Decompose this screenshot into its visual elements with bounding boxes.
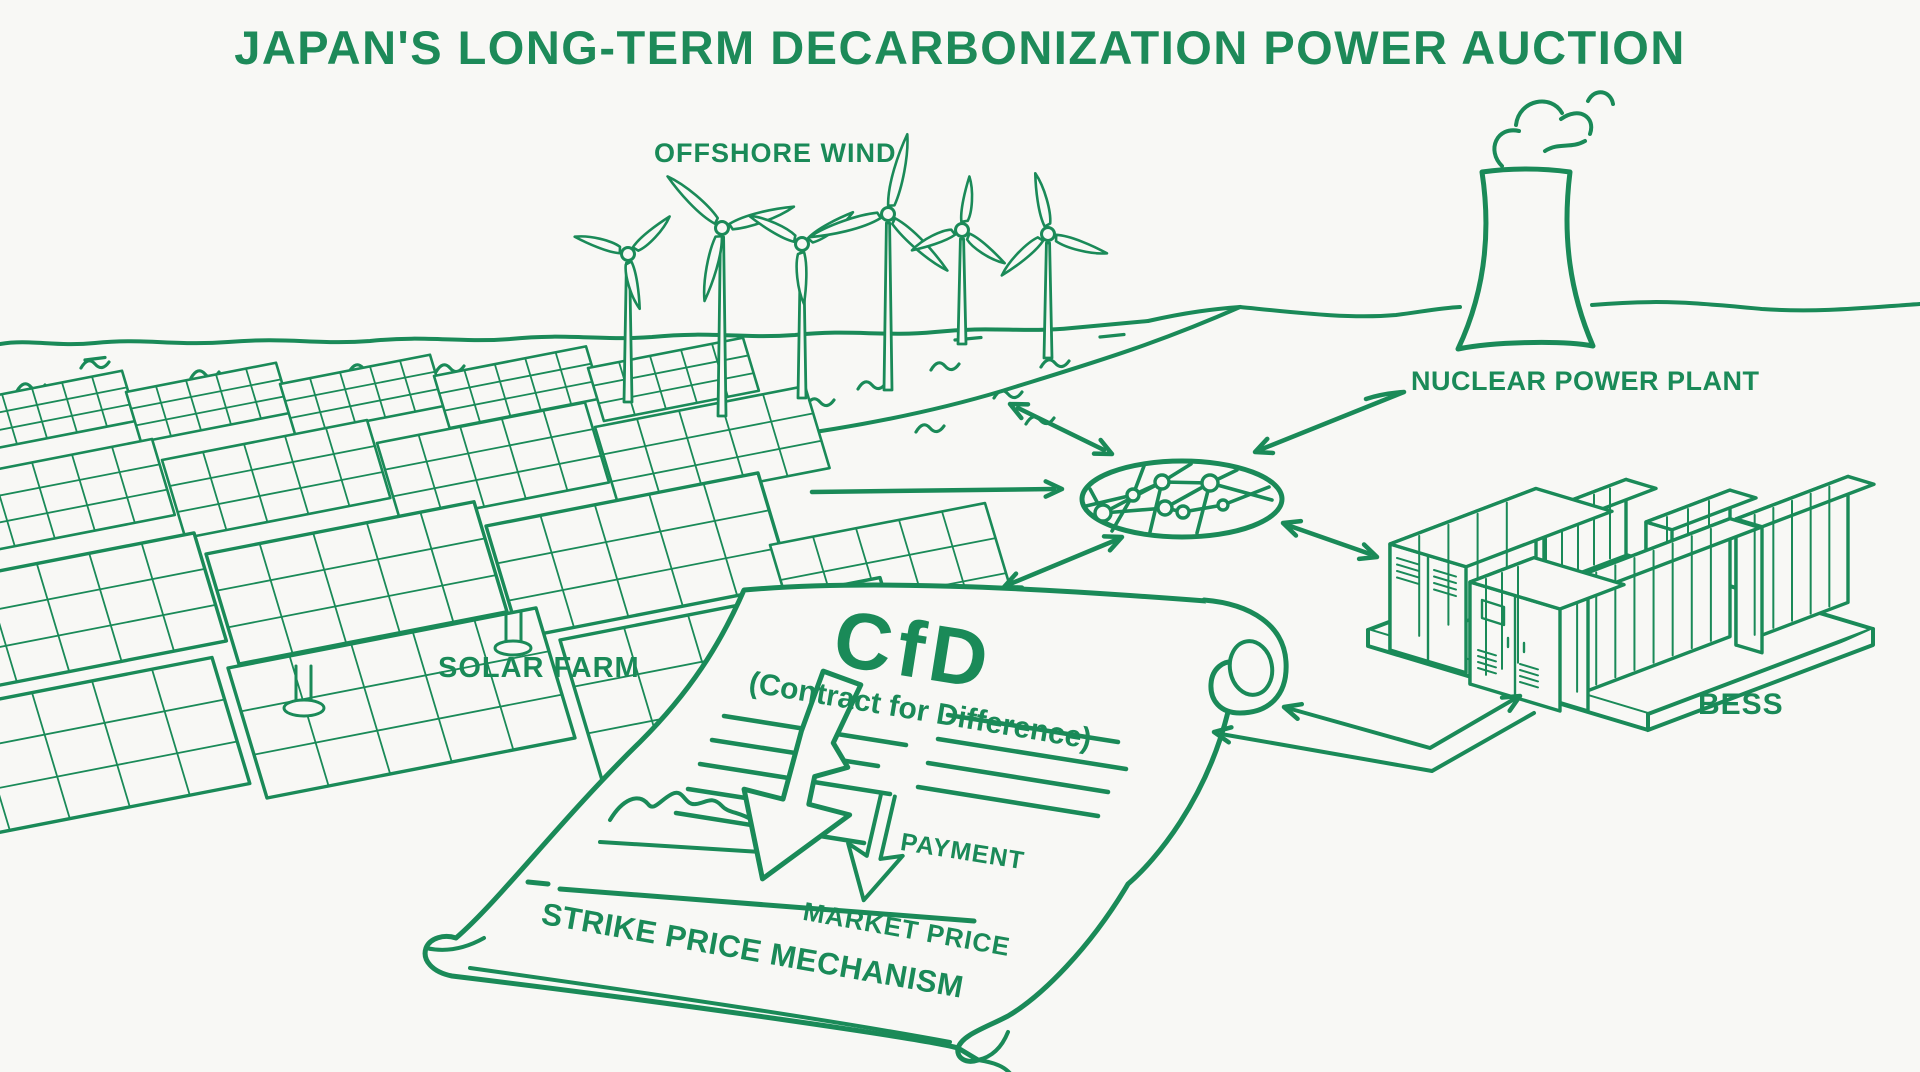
- flow-arrows: [809, 389, 1407, 587]
- wind-turbines-icon: [573, 132, 1109, 418]
- bess-contract-link: [1219, 696, 1536, 773]
- grid-network-icon: [1079, 458, 1285, 540]
- label-nuclear-power-plant: NUCLEAR POWER PLANT: [1411, 366, 1760, 396]
- label-bess: BESS: [1698, 688, 1784, 721]
- steam-icon: [1492, 90, 1615, 168]
- arrow-grid-contract: [1007, 537, 1119, 587]
- page-title: JAPAN'S LONG-TERM DECARBONIZATION POWER …: [234, 21, 1686, 74]
- coastline-art: [0, 300, 1920, 455]
- arrow-nuclear-to-grid: [1259, 389, 1407, 452]
- label-solar-farm: SOLAR FARM: [438, 652, 640, 684]
- scroll-contract-icon: [422, 582, 1289, 1072]
- strike-price-line: [525, 879, 977, 924]
- payment-arrow-icon: [846, 791, 905, 903]
- arrow-grid-bess: [1287, 523, 1373, 557]
- arrow-solar-to-grid: [809, 486, 1057, 495]
- battery-containers-icon: [1366, 474, 1876, 732]
- cooling-tower-icon: [1455, 90, 1615, 352]
- arrowheads: [1001, 401, 1523, 745]
- label-offshore-wind: OFFSHORE WIND: [654, 138, 897, 168]
- strike-arrow-icon: [741, 668, 864, 882]
- arrow-wind-grid: [1015, 405, 1107, 453]
